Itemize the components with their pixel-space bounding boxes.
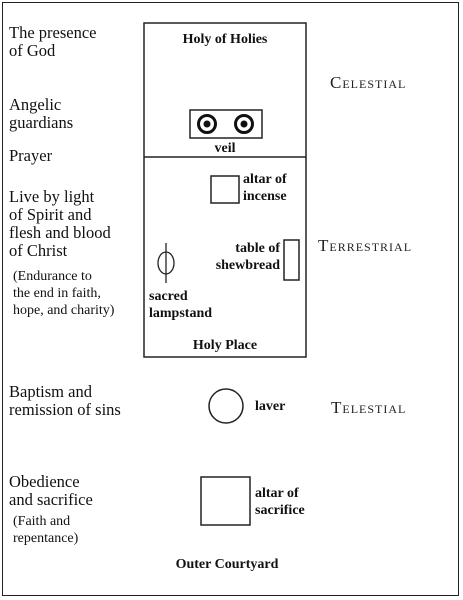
label-celestial: Celestial: [330, 73, 407, 92]
label-altar-of-incense: altar of incense: [243, 171, 287, 205]
label-lampstand-line-2: lampstand: [149, 306, 213, 321]
label-obedience: Obedience and sacrifice: [9, 473, 93, 509]
label-endurance-line-3: hope, and charity): [13, 303, 115, 318]
label-outer-courtyard: Outer Courtyard: [175, 557, 279, 572]
label-holy-place: Holy Place: [192, 338, 258, 353]
label-sacred-lampstand: sacred lampstand: [149, 288, 212, 322]
label-endurance-line-2: the end in faith,: [13, 286, 101, 301]
ark-of-covenant: [189, 109, 263, 139]
altar-of-incense-shape: [210, 175, 240, 204]
label-obedience-line-2: and sacrifice: [9, 490, 93, 509]
label-prayer: Prayer: [9, 146, 53, 165]
label-faith-line-1: (Faith and: [13, 514, 71, 529]
label-altar-sacrifice-line-2: sacrifice: [255, 503, 305, 518]
label-live-line-2: of Spirit and: [9, 205, 92, 224]
label-baptism: Baptism and remission of sins: [9, 383, 121, 419]
label-table-of-shewbread: table of shewbread: [206, 240, 280, 274]
label-angelic-guardians: Angelic guardians: [9, 96, 73, 132]
cherub-left-dot: [203, 120, 211, 128]
label-shewbread-line-1: table of: [235, 241, 280, 256]
label-presence-line-2: of God: [9, 41, 56, 60]
label-presence-of-god: The presence of God: [9, 24, 97, 60]
label-angelic-line-2: guardians: [9, 113, 74, 132]
label-lampstand-line-1: sacred: [149, 289, 188, 304]
label-altar-incense-line-2: incense: [243, 189, 287, 204]
table-of-shewbread-shape: [283, 239, 300, 281]
label-faith-line-2: repentance): [13, 531, 79, 546]
label-altar-sacrifice-line-1: altar of: [255, 486, 299, 501]
label-shewbread-line-2: shewbread: [215, 258, 280, 273]
altar-of-sacrifice-shape: [200, 476, 251, 526]
cherub-left: [197, 114, 217, 134]
label-telestial: Telestial: [331, 398, 407, 417]
label-faith-repentance: (Faith and repentance): [13, 513, 78, 547]
label-live-line-1: Live by light: [9, 187, 95, 206]
label-angelic-line-1: Angelic: [9, 95, 62, 114]
diagram-frame: [2, 2, 459, 596]
cherub-right-dot: [240, 120, 248, 128]
label-live-line-4: of Christ: [9, 241, 68, 260]
label-live-line-3: flesh and blood: [9, 223, 111, 242]
label-baptism-line-1: Baptism and: [9, 382, 92, 401]
label-endurance: (Endurance to the end in faith, hope, an…: [13, 268, 114, 319]
label-baptism-line-2: remission of sins: [9, 400, 121, 419]
label-altar-incense-line-1: altar of: [243, 172, 287, 187]
tabernacle-outline: [143, 22, 307, 358]
label-live-by-light: Live by light of Spirit and flesh and bl…: [9, 188, 111, 260]
laver-shape: [208, 388, 244, 424]
label-obedience-line-1: Obedience: [9, 472, 80, 491]
label-laver: laver: [255, 399, 286, 414]
label-terrestrial: Terrestrial: [318, 236, 413, 255]
label-endurance-line-1: (Endurance to: [13, 269, 92, 284]
label-presence-line-1: The presence: [9, 23, 97, 42]
label-veil: veil: [214, 141, 236, 156]
label-altar-of-sacrifice: altar of sacrifice: [255, 485, 305, 519]
label-holy-of-holies: Holy of Holies: [182, 32, 268, 47]
cherub-right: [234, 114, 254, 134]
